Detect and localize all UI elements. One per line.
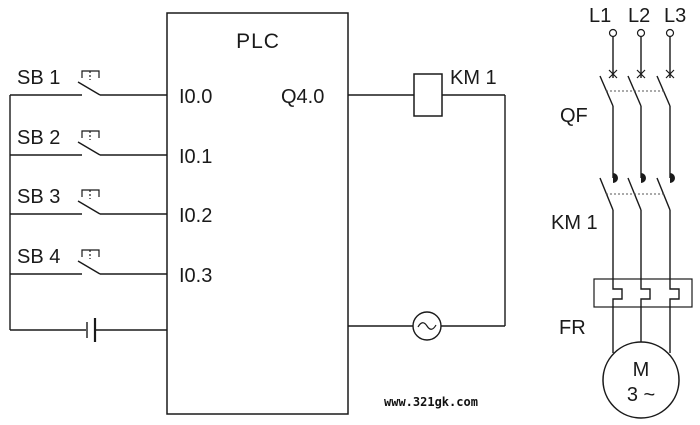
input-row-sb1: SB 1 I0.0 xyxy=(10,67,212,108)
pushbutton-icon-sb2 xyxy=(77,130,101,156)
coil-km1-icon xyxy=(413,73,443,117)
contactor-km1-icon xyxy=(599,173,675,211)
button-label-sb3: SB 3 xyxy=(17,186,60,208)
phase-label-l3: L3 xyxy=(664,5,686,27)
battery-icon xyxy=(86,318,97,342)
phase-label-l2: L2 xyxy=(628,5,650,27)
lines-fr-to-motor xyxy=(612,304,671,353)
terminal-label-i0-2: I0.2 xyxy=(179,205,212,227)
terminal-label-i0-0: I0.0 xyxy=(179,86,212,108)
phase-label-l1: L1 xyxy=(589,5,611,27)
button-label-sb1: SB 1 xyxy=(17,67,60,89)
button-label-sb4: SB 4 xyxy=(17,246,60,268)
pushbutton-icon-sb3 xyxy=(77,189,101,215)
phase-terminals-icon xyxy=(608,28,675,38)
motor-letter: M xyxy=(633,359,650,381)
overload-relay-fr-icon xyxy=(593,278,693,308)
breaker-qf-icon xyxy=(599,69,675,107)
terminal-label-i0-1: I0.1 xyxy=(179,146,212,168)
overload-label-fr: FR xyxy=(559,317,586,339)
button-label-sb2: SB 2 xyxy=(17,127,60,149)
breaker-label-qf: QF xyxy=(560,105,588,127)
lines-km1-to-fr xyxy=(612,210,671,284)
terminal-label-q4-0: Q4.0 xyxy=(281,86,324,108)
watermark: www.321gk.com xyxy=(384,395,478,409)
contactor-label-km1: KM 1 xyxy=(551,212,598,234)
coil-label-km1: KM 1 xyxy=(450,67,497,89)
pushbutton-icon-sb1 xyxy=(77,70,101,96)
input-row-sb3: SB 3 I0.2 xyxy=(10,186,212,227)
lines-qf-to-km1 xyxy=(612,106,671,178)
motor-spec: 3 ~ xyxy=(627,384,655,406)
input-row-sb4: SB 4 I0.3 xyxy=(10,246,212,287)
motor-icon xyxy=(602,341,680,419)
pushbutton-icon-sb4 xyxy=(77,249,101,275)
plc-title: PLC xyxy=(236,30,280,53)
input-row-sb2: SB 2 I0.1 xyxy=(10,127,212,168)
terminal-label-i0-3: I0.3 xyxy=(179,265,212,287)
supply-lines xyxy=(612,37,671,78)
ac-source-icon xyxy=(412,311,442,341)
